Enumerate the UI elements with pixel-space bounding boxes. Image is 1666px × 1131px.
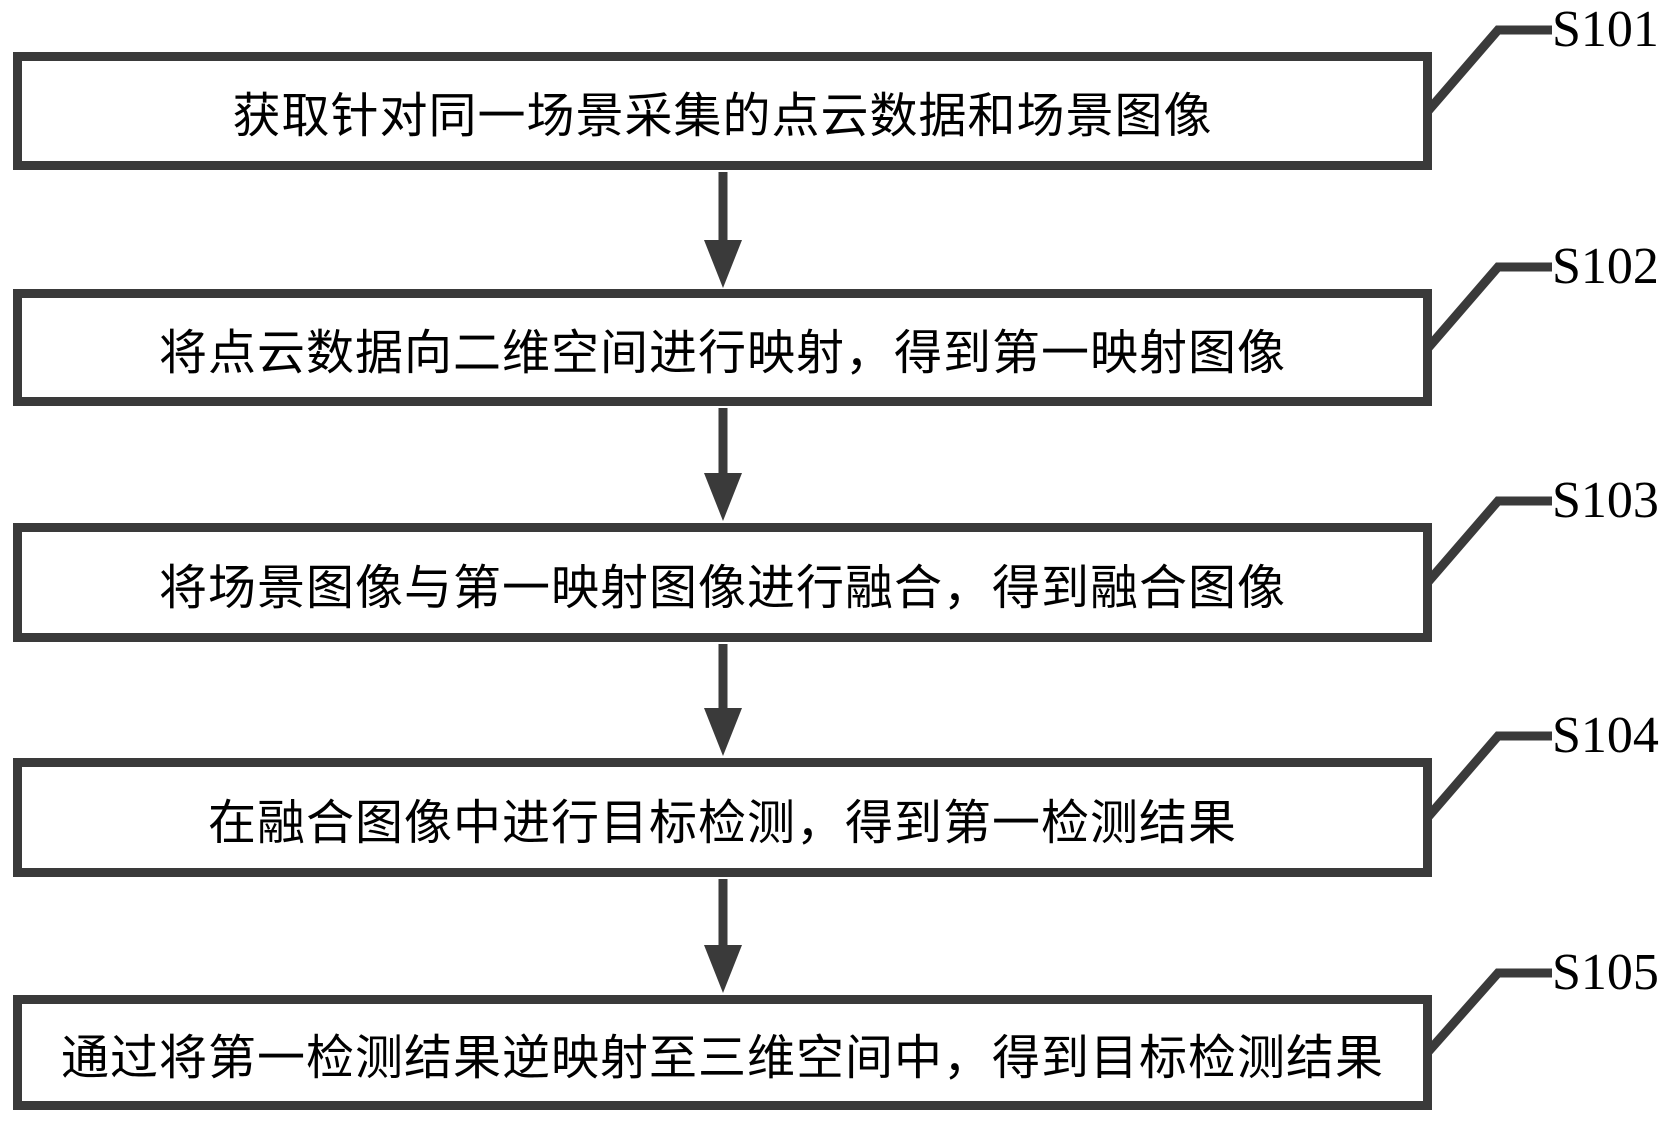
step-label-s104: S104: [1552, 707, 1659, 764]
step-text-s101: 获取针对同一场景采集的点云数据和场景图像: [232, 90, 1213, 143]
step-text-s105: 通过将第一检测结果逆映射至三维空间中，得到目标检测结果: [60, 1031, 1384, 1085]
flow-arrow-2: [704, 408, 742, 521]
step-label-s105: S105: [1552, 944, 1659, 1001]
step-text-s103: 将场景图像与第一映射图像进行融合，得到融合图像: [158, 561, 1286, 615]
flow-arrow-3: [704, 644, 742, 756]
step-box-s101: 获取针对同一场景采集的点云数据和场景图像: [13, 52, 1432, 170]
step-label-s101: S101: [1552, 1, 1659, 58]
step-label-s102: S102: [1552, 238, 1659, 295]
step-text-s104: 在融合图像中进行目标检测，得到第一检测结果: [207, 796, 1237, 850]
step-box-s102: 将点云数据向二维空间进行映射，得到第一映射图像: [13, 289, 1432, 406]
step-box-s103: 将场景图像与第一映射图像进行融合，得到融合图像: [13, 523, 1432, 642]
step-label-s103: S103: [1552, 472, 1659, 529]
flow-arrow-1: [704, 172, 742, 288]
leader-line-s104: [1424, 731, 1552, 820]
step-box-s104: 在融合图像中进行目标检测，得到第一检测结果: [13, 758, 1432, 877]
step-box-s105: 通过将第一检测结果逆映射至三维空间中，得到目标检测结果: [13, 995, 1432, 1110]
leader-line-s101: [1424, 25, 1552, 114]
flow-arrow-4: [704, 879, 742, 993]
leader-line-s105: [1424, 968, 1552, 1055]
leader-line-s102: [1424, 262, 1552, 351]
leader-line-s103: [1424, 496, 1552, 585]
step-text-s102: 将点云数据向二维空间进行映射，得到第一映射图像: [158, 326, 1286, 380]
